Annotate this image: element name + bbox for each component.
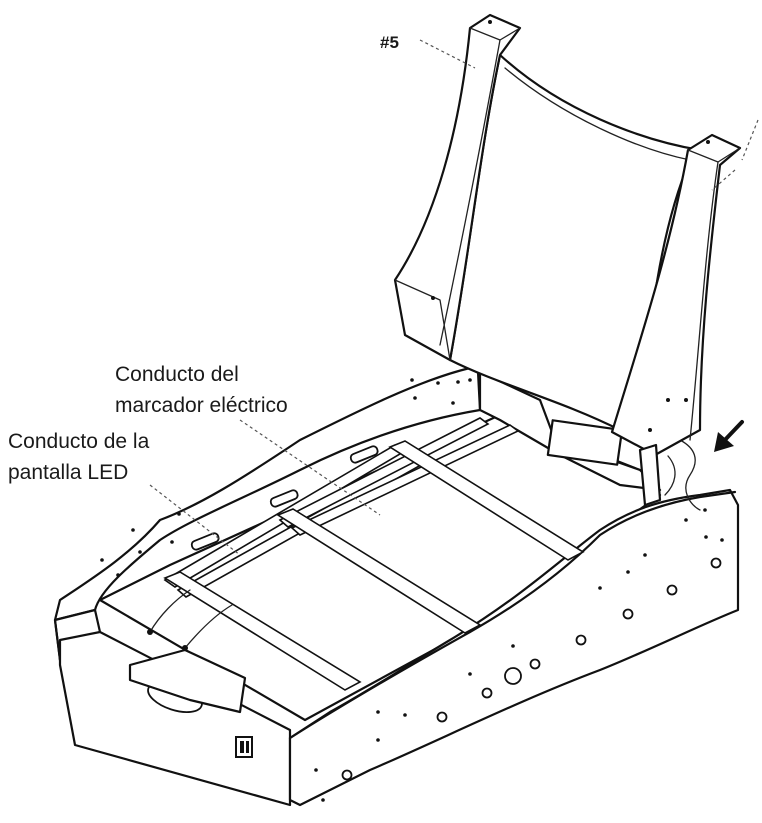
left-side-dots [100, 378, 472, 577]
back-box [546, 419, 624, 466]
right-side-dots [314, 508, 724, 802]
right-upright-leader-2 [711, 169, 736, 191]
arrow-down-left-icon [714, 420, 744, 452]
scoreboard-duct-label-line1: Conducto del [115, 363, 239, 386]
led-duct-label-line1: Conducto de la [8, 430, 150, 453]
transverse-rail-back [388, 440, 585, 561]
front-panel-face [58, 630, 292, 807]
left-panel-slots [190, 445, 379, 551]
transverse-rail-front [163, 571, 362, 691]
inner-back-wall [478, 370, 662, 492]
seat-back-part [393, 13, 742, 507]
cross-rails [163, 417, 585, 691]
scoreboard-duct-label-line2: marcador eléctrico [115, 394, 288, 417]
part-number-leader [419, 39, 476, 69]
seat-back-right-upright [610, 133, 742, 457]
transverse-rail-middle [276, 508, 482, 634]
seat-pivot-bracket [638, 443, 662, 507]
right-side-holes [341, 557, 722, 781]
right-side-panel [288, 488, 740, 807]
part-number-label: #5 [380, 33, 399, 52]
scoreboard-duct-leader [239, 419, 381, 516]
led-duct-leader [149, 484, 241, 556]
long-rail-4 [290, 424, 520, 536]
right-upright-leader [741, 119, 759, 161]
seat-back-inner-curve [504, 67, 691, 161]
right-side-top-edge [288, 490, 737, 740]
led-duct-label-line2: pantalla LED [8, 461, 128, 484]
wires [147, 439, 701, 651]
